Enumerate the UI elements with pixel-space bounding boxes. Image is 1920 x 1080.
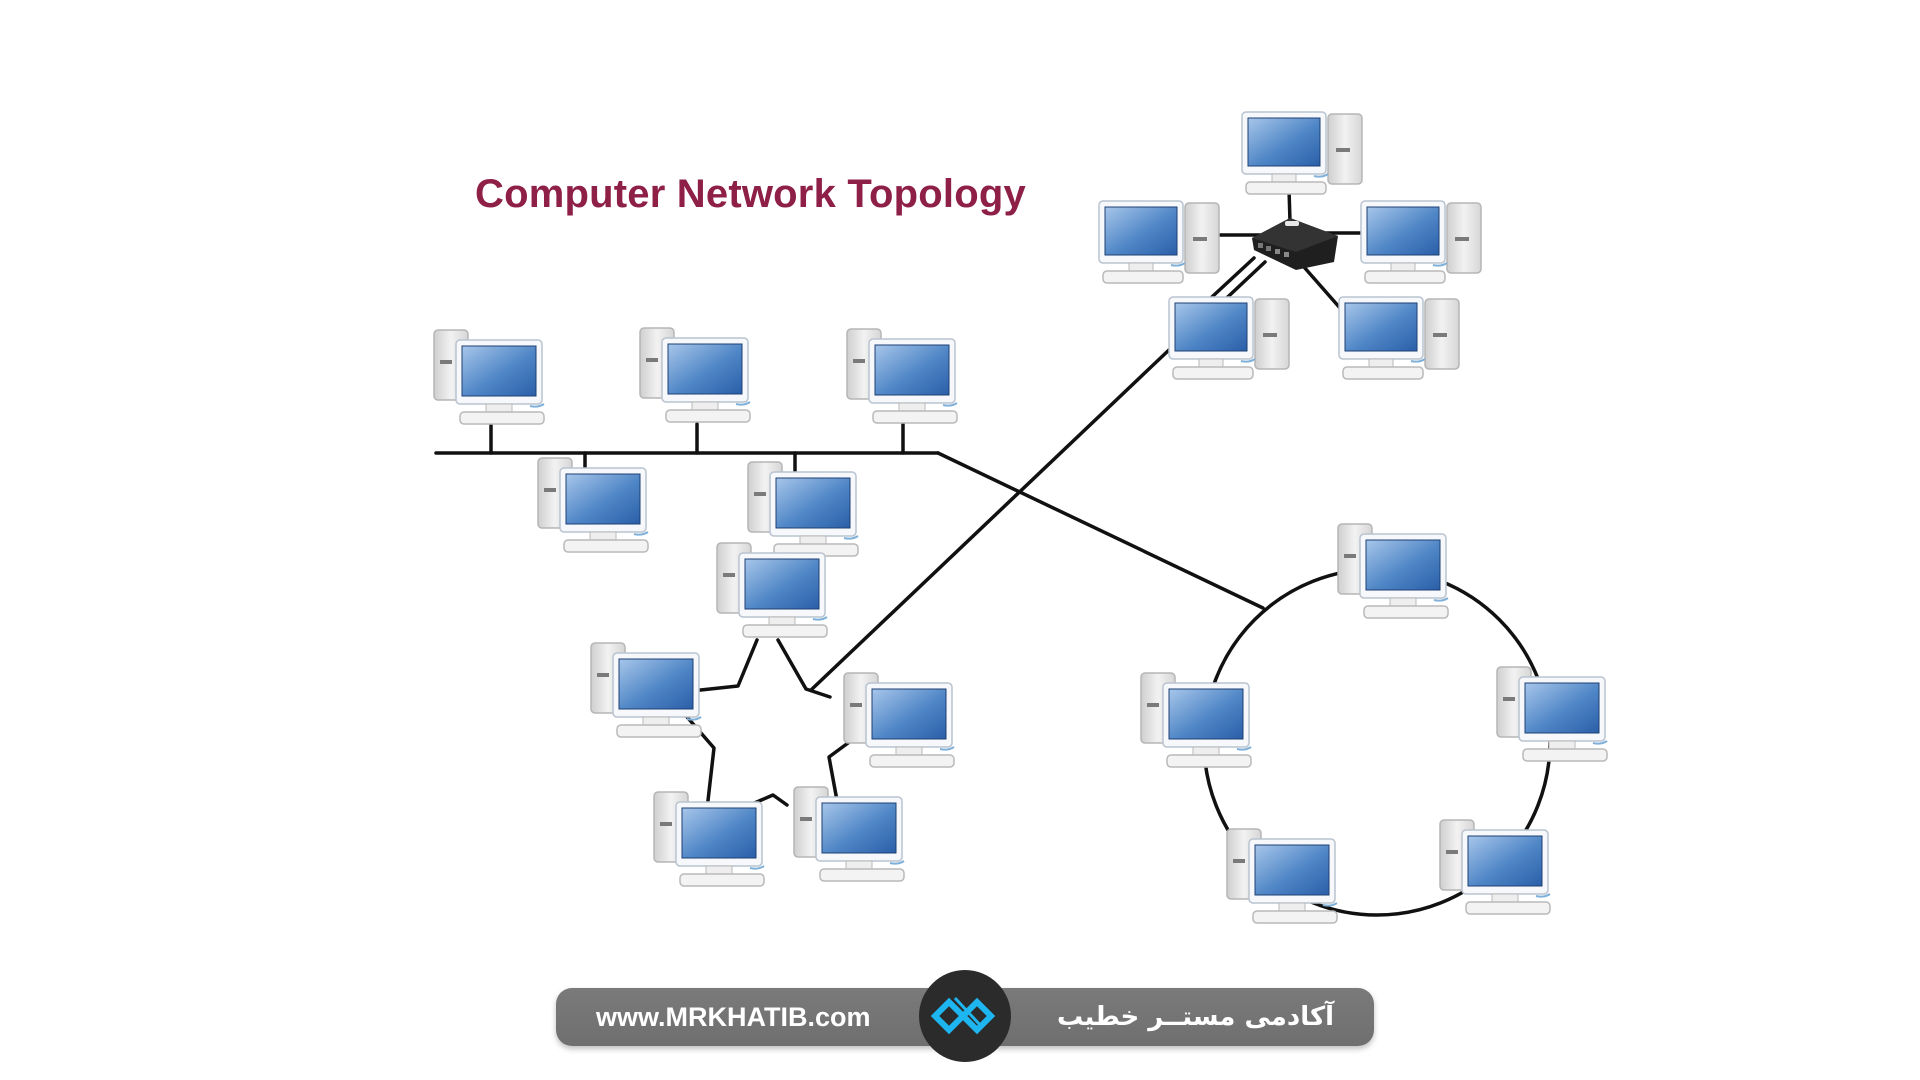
pentagram-link <box>679 708 716 820</box>
pentagram-link <box>680 638 759 694</box>
computer-icon <box>843 672 955 768</box>
computer-icon <box>1241 111 1363 195</box>
footer-banner: www.MRKHATIB.com آکادمی مستــر خطیب <box>556 970 1374 1062</box>
brand-name: آکادمی مستــر خطیب <box>1057 1002 1334 1032</box>
computer-icon <box>653 791 765 887</box>
computer-icon <box>1360 200 1482 284</box>
switch-to-pentagram-link <box>809 328 1192 692</box>
computer-icon <box>590 642 702 738</box>
website-link[interactable]: www.MRKHATIB.com <box>596 1002 871 1032</box>
computer-icon <box>716 542 828 638</box>
computer-icon <box>1168 296 1290 380</box>
computer-icon <box>846 328 958 424</box>
star-spoke <box>1302 265 1342 310</box>
pentagram-computers <box>590 542 955 887</box>
bus-to-ring-link <box>936 451 1265 610</box>
computer-icon <box>1496 666 1608 762</box>
computer-icon <box>1226 828 1338 924</box>
computer-icon <box>537 457 649 553</box>
pentagram-link <box>776 638 832 699</box>
infinity-logo-icon <box>930 996 996 1035</box>
computer-icon <box>1140 672 1252 768</box>
computer-icon <box>639 327 751 423</box>
computer-icon <box>1098 200 1220 284</box>
computer-icon <box>793 786 905 882</box>
computer-icon <box>1439 819 1551 915</box>
computer-icon <box>1337 523 1449 619</box>
computer-icon <box>1338 296 1460 380</box>
computer-icon <box>747 461 859 557</box>
logo-badge <box>919 970 1011 1062</box>
pentagram-link <box>827 741 850 808</box>
switch-icon <box>1252 218 1338 270</box>
page-title: Computer Network Topology <box>475 172 1026 216</box>
computer-icon <box>433 329 545 425</box>
